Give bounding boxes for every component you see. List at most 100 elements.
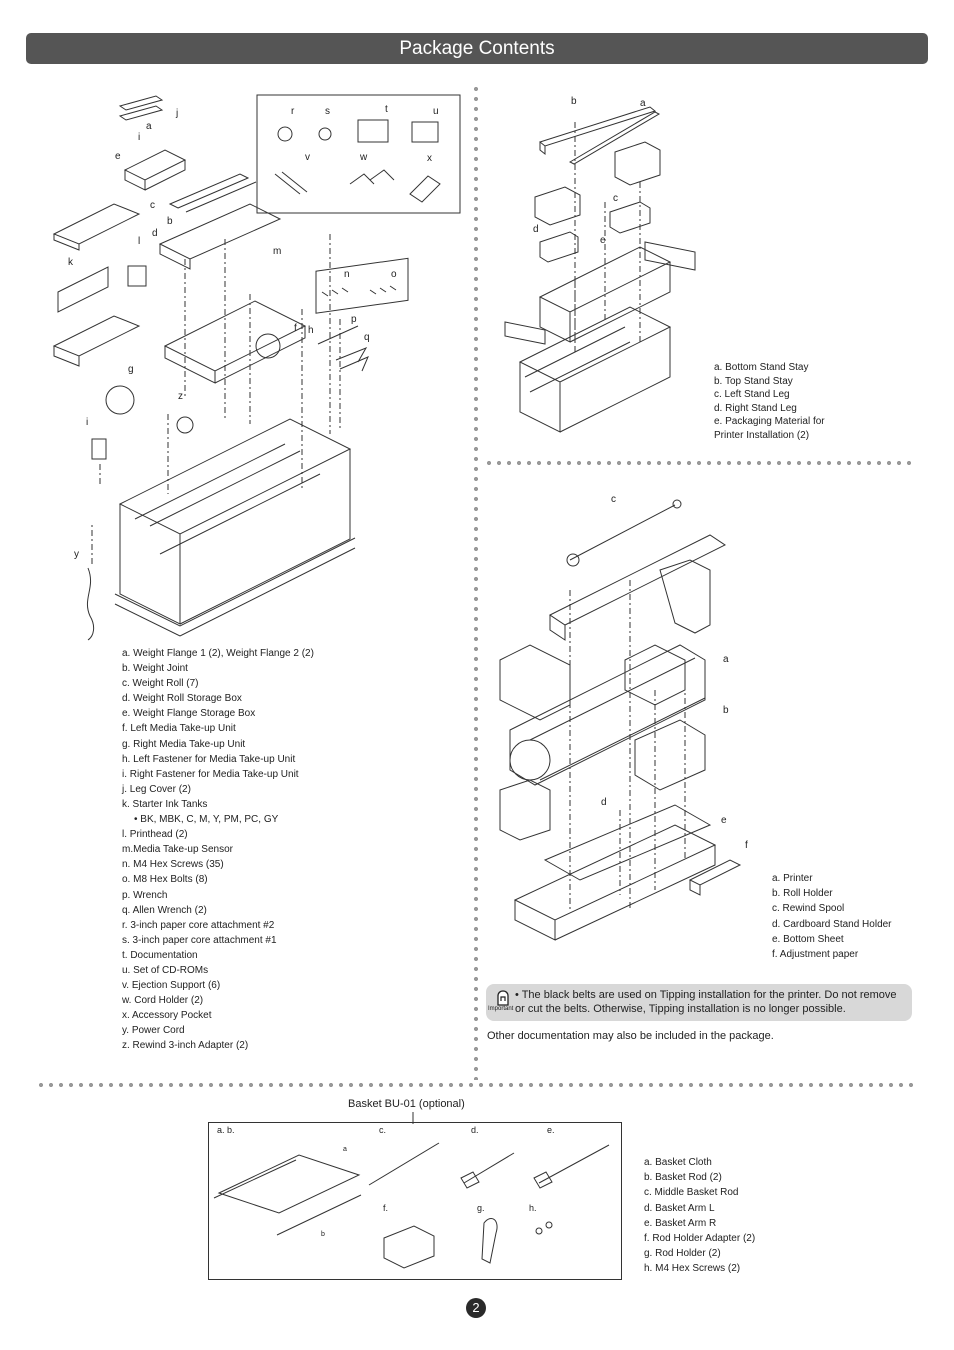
callout-y: y <box>74 549 79 560</box>
callout-z: z <box>178 391 183 402</box>
vertical-divider <box>474 84 478 1080</box>
list-item: e. Packaging Material for <box>714 416 825 428</box>
basket-parts-diagram: a. b. c. d. e. f. g. h. a b <box>213 1125 610 1269</box>
callout-d: d. <box>471 1125 479 1135</box>
important-label: Important <box>488 1006 514 1012</box>
list-item: b. Top Stand Stay <box>714 375 793 387</box>
list-item: a. Basket Cloth <box>644 1157 712 1168</box>
list-item: g. Right Media Take-up Unit <box>122 738 246 750</box>
callout-j: j <box>175 108 178 119</box>
callout-r: r <box>291 106 295 117</box>
list-item: f. Left Media Take-up Unit <box>122 723 236 735</box>
list-item: c. Weight Roll (7) <box>122 678 199 690</box>
callout-g: g <box>128 364 134 375</box>
callout-x: x <box>427 153 432 164</box>
printer-list: a. Printer b. Roll Holder c. Rewind Spoo… <box>772 871 892 962</box>
list-item: c. Middle Basket Rod <box>644 1187 739 1199</box>
list-item: y. Power Cord <box>122 1025 185 1037</box>
callout-b: b <box>571 96 577 107</box>
list-item: b. Roll Holder <box>772 888 833 900</box>
callout-a: a <box>146 121 152 132</box>
callout-g: g. <box>477 1203 485 1213</box>
list-item: d. Weight Roll Storage Box <box>122 693 242 705</box>
callout-h: h <box>308 325 314 336</box>
list-item: c. Left Stand Leg <box>714 389 790 401</box>
list-item: s. 3-inch paper core attachment #1 <box>122 934 277 946</box>
callout-b: b <box>723 705 729 716</box>
callout-a-b: a. b. <box>217 1125 235 1135</box>
important-icon <box>497 990 509 1006</box>
callout-b: b. <box>227 1125 235 1135</box>
list-item: g. Rod Holder (2) <box>644 1248 721 1260</box>
callout-d: d <box>152 228 158 239</box>
list-item: d. Cardboard Stand Holder <box>772 918 892 930</box>
list-item: a. Weight Flange 1 (2), Weight Flange 2 … <box>122 648 314 659</box>
list-item: c. Rewind Spool <box>772 903 845 915</box>
important-text: • The black belts are used on Tipping in… <box>515 989 897 1015</box>
horizontal-divider-bottom <box>36 1083 916 1087</box>
list-item: k. Starter Ink Tanks <box>122 798 208 810</box>
callout-f: f <box>294 323 297 334</box>
callout-a: a. <box>217 1125 225 1135</box>
list-item: i. Right Fastener for Media Take-up Unit <box>122 768 299 780</box>
list-item: p. Wrench <box>122 889 168 901</box>
basket-title: Basket BU-01 (optional) <box>348 1098 465 1110</box>
list-item: u. Set of CD-ROMs <box>122 964 209 976</box>
callout-e: e <box>721 815 727 826</box>
list-item: z. Rewind 3-inch Adapter (2) <box>122 1040 249 1052</box>
callout-p: p <box>351 314 357 325</box>
callout-w: w <box>359 152 368 163</box>
list-item: b. Weight Joint <box>122 663 188 675</box>
list-item: t. Documentation <box>122 949 198 961</box>
callout-c: c <box>611 494 616 505</box>
list-item: d. Basket Arm L <box>644 1202 715 1214</box>
list-item: x. Accessory Pocket <box>122 1010 212 1022</box>
list-item: b. Basket Rod (2) <box>644 1172 722 1184</box>
list-item: m.Media Take-up Sensor <box>122 844 233 856</box>
callout-f: f <box>745 840 748 851</box>
callout-e: e. <box>547 1125 555 1135</box>
callout-f: f. <box>383 1203 388 1213</box>
callout-u: u <box>433 106 439 117</box>
callout-k: k <box>68 257 74 268</box>
list-item: a. Bottom Stand Stay <box>714 362 809 373</box>
list-item: • BK, MBK, C, M, Y, PM, PC, GY <box>134 814 279 826</box>
list-item: r. 3-inch paper core attachment #2 <box>122 919 275 931</box>
list-item: o. M8 Hex Bolts (8) <box>122 874 208 886</box>
callout-rod: b <box>321 1231 325 1238</box>
page-number: 2 <box>466 1298 486 1318</box>
important-notice: Important • The black belts are used on … <box>486 984 912 1021</box>
callout-i2: i <box>86 417 88 428</box>
printer-diagram: c a b d e f <box>499 494 748 941</box>
package-contents-diagram: j a i e c b d l m k g z i y r s t u v w … <box>52 94 461 641</box>
basket-diagram-box: a. b. c. d. e. f. g. h. a b <box>208 1122 622 1280</box>
list-item: l. Printhead (2) <box>122 829 188 841</box>
list-item: j. Leg Cover (2) <box>122 783 191 795</box>
package-contents-list: a. Weight Flange 1 (2), Weight Flange 2 … <box>122 646 314 1054</box>
list-item: w. Cord Holder (2) <box>122 995 204 1007</box>
list-item: e. Weight Flange Storage Box <box>122 708 256 720</box>
callout-o: o <box>391 269 397 280</box>
callout-d: d <box>601 797 607 808</box>
callout-l: l <box>138 236 140 247</box>
callout-i: i <box>138 132 140 143</box>
list-item: n. M4 Hex Screws (35) <box>122 859 224 871</box>
list-item: q. Allen Wrench (2) <box>122 904 207 916</box>
horizontal-divider-right <box>484 461 914 465</box>
callout-e: e <box>115 151 121 162</box>
list-item: h. M4 Hex Screws (2) <box>644 1263 741 1275</box>
basket-list: a. Basket Cloth b. Basket Rod (2) c. Mid… <box>644 1155 755 1277</box>
callout-a: a <box>640 98 646 109</box>
page-title: Package Contents <box>26 33 928 64</box>
callout-c: c. <box>379 1125 386 1135</box>
list-item: f. Adjustment paper <box>772 949 859 961</box>
stand-diagram: b a c d e <box>504 96 696 433</box>
callout-cloth: a <box>343 1146 347 1153</box>
list-item: f. Rod Holder Adapter (2) <box>644 1233 756 1245</box>
callout-n: n <box>344 269 350 280</box>
callout-b: b <box>167 216 173 227</box>
callout-c: c <box>613 193 618 204</box>
callout-m: m <box>273 246 281 257</box>
callout-s: s <box>325 106 330 117</box>
callout-c: c <box>150 200 155 211</box>
